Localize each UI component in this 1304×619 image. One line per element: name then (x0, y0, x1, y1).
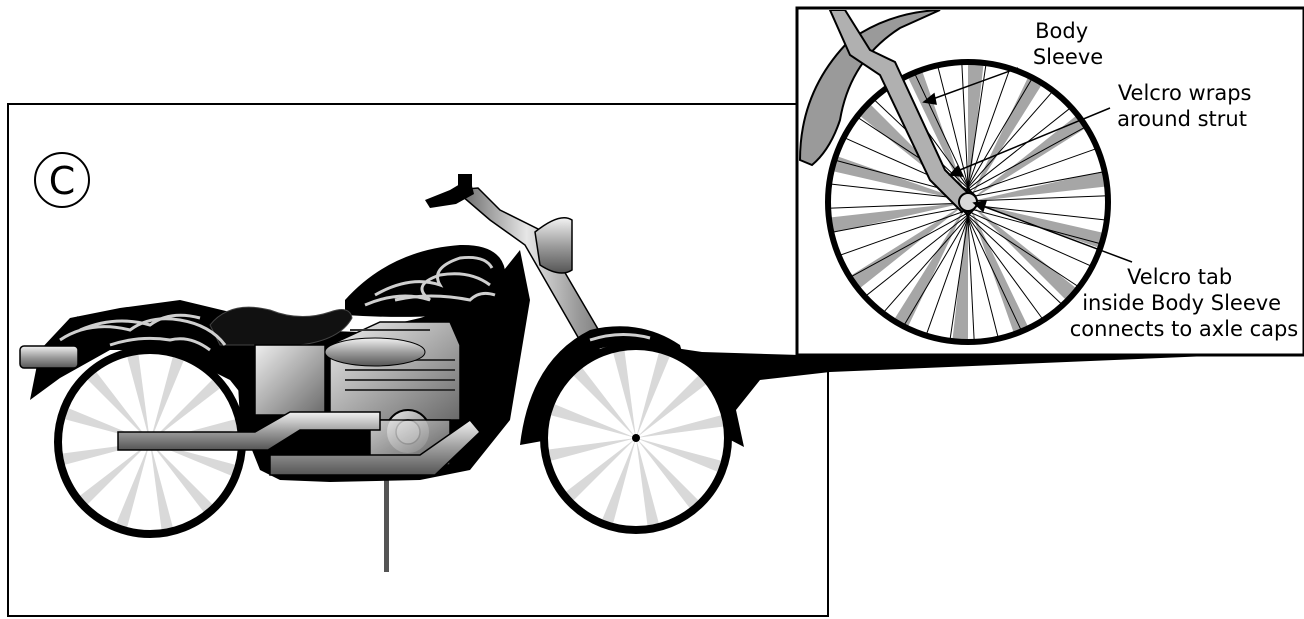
label-velcro-tab-line1: Velcro tab (1127, 265, 1232, 289)
step-label-text: C (49, 159, 76, 203)
rear-exhaust-tip (20, 346, 78, 368)
label-velcro-wraps-line2: around strut (1117, 107, 1247, 131)
label-velcro-wraps-line1: Velcro wraps (1118, 81, 1252, 105)
handlebar-grip (458, 174, 472, 192)
ground-stake (384, 480, 389, 572)
label-velcro-tab-line3: connects to axle caps (1070, 317, 1299, 341)
detail-inset: Body Sleeve Velcro wraps around strut Ve… (797, 8, 1304, 355)
label-velcro-tab-line2: inside Body Sleeve (1082, 291, 1281, 315)
label-body-sleeve-line1: Body (1035, 19, 1088, 43)
label-body-sleeve-line2: Sleeve (1033, 45, 1103, 69)
axle-cap (959, 193, 977, 211)
wheel-hub (632, 434, 640, 442)
front-wheel (544, 346, 728, 530)
